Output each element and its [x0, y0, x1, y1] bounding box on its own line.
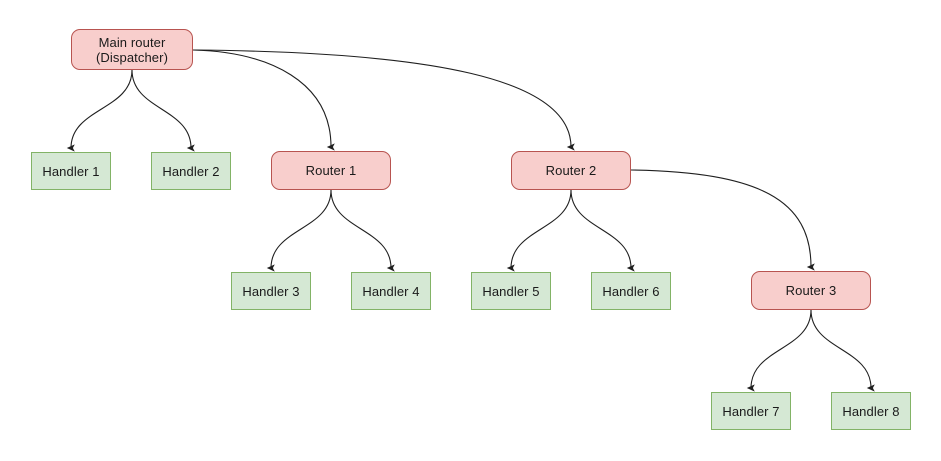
edge-r2-h6	[570, 189, 635, 272]
edge-r1-h3	[266, 189, 332, 272]
edge-main-r2	[192, 49, 575, 151]
node-main-router[interactable]: Main router (Dispatcher)	[71, 29, 193, 70]
node-handler-8[interactable]: Handler 8	[831, 392, 911, 430]
edge-main-h2	[131, 69, 195, 152]
node-handler-6-label: Handler 6	[602, 283, 660, 299]
edge-r2-h5	[506, 189, 572, 272]
node-handler-2[interactable]: Handler 2	[151, 152, 231, 190]
edge-r3-h8	[810, 309, 875, 392]
node-handler-1-label: Handler 1	[42, 163, 100, 179]
node-router-2-label: Router 2	[545, 163, 597, 178]
node-handler-6[interactable]: Handler 6	[591, 272, 671, 310]
edge-main-r1	[192, 49, 335, 151]
edge-r1-h4	[330, 189, 395, 272]
edge-r2-r3	[630, 169, 815, 271]
node-handler-3-label: Handler 3	[242, 283, 300, 299]
node-router-1[interactable]: Router 1	[271, 151, 391, 190]
node-handler-3[interactable]: Handler 3	[231, 272, 311, 310]
node-router-2[interactable]: Router 2	[511, 151, 631, 190]
node-handler-4[interactable]: Handler 4	[351, 272, 431, 310]
node-main-router-label: Main router (Dispatcher)	[96, 34, 168, 65]
node-handler-1[interactable]: Handler 1	[31, 152, 111, 190]
node-handler-8-label: Handler 8	[842, 403, 900, 419]
node-handler-5-label: Handler 5	[482, 283, 540, 299]
edge-main-h1	[66, 69, 133, 152]
node-handler-2-label: Handler 2	[162, 163, 220, 179]
node-handler-4-label: Handler 4	[362, 283, 420, 299]
edge-group	[66, 49, 875, 392]
node-handler-5[interactable]: Handler 5	[471, 272, 551, 310]
node-handler-7[interactable]: Handler 7	[711, 392, 791, 430]
edge-r3-h7	[746, 309, 812, 392]
node-handler-7-label: Handler 7	[722, 403, 780, 419]
node-router-3[interactable]: Router 3	[751, 271, 871, 310]
node-router-3-label: Router 3	[785, 283, 837, 298]
node-router-1-label: Router 1	[305, 163, 357, 178]
